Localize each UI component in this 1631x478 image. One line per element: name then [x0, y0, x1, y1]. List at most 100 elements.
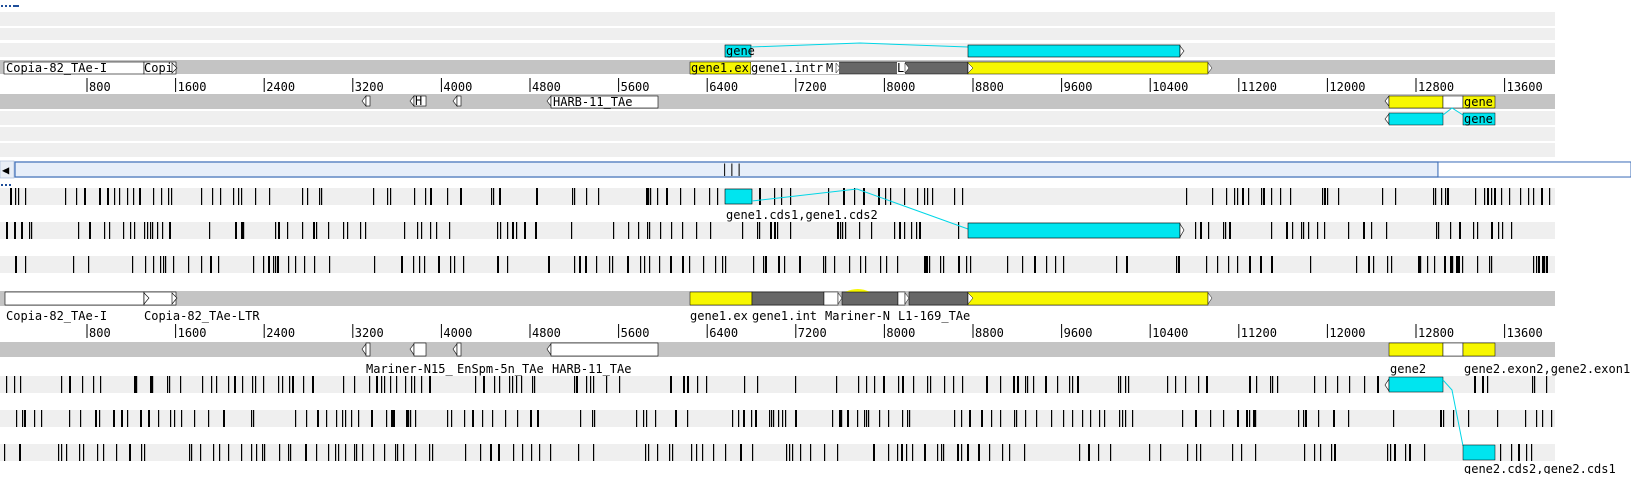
stop-codon-mark	[1386, 222, 1388, 239]
stop-codon-mark	[1497, 410, 1499, 427]
stop-codon-mark	[1206, 256, 1208, 273]
stop-codon-mark	[278, 376, 280, 393]
stop-codon-mark	[916, 222, 918, 239]
stop-codon-mark	[150, 222, 152, 239]
gene2-cds-label: gene2.cds2,gene2.cds1	[1464, 462, 1616, 474]
stop-codon-mark	[278, 222, 280, 239]
horizontal-scrollbar[interactable]: ◀ |||	[0, 160, 1631, 179]
stop-codon-mark	[342, 410, 344, 427]
stop-codon-mark	[20, 376, 22, 393]
detail-collapse-handle[interactable]	[1, 184, 11, 186]
stop-codon-mark	[909, 410, 911, 427]
stop-codon-mark	[209, 222, 211, 239]
stop-codon-mark	[202, 376, 204, 393]
stop-codon-mark	[627, 256, 629, 273]
stop-codon-mark	[1462, 256, 1464, 273]
gene1-exon2-block	[967, 291, 1209, 306]
stop-codon-mark	[795, 410, 797, 427]
stop-codon-mark	[1185, 376, 1187, 393]
l1-block	[908, 291, 969, 306]
stop-codon-mark	[924, 444, 926, 461]
stop-codon-mark	[657, 188, 659, 205]
stop-codon-mark	[76, 188, 78, 205]
stop-codon-mark	[643, 410, 645, 427]
stop-codon-mark	[1327, 188, 1329, 205]
stop-codon-mark	[304, 256, 306, 273]
detail-reverse-repeat-track[interactable]: Mariner-N15_ EnSpm-5n_TAe HARB-11_TAe ge…	[361, 342, 1630, 376]
stop-codon-mark	[1303, 410, 1305, 427]
stop-codon-mark	[18, 188, 20, 205]
stop-codon-mark	[483, 376, 485, 393]
stop-codon-mark	[1348, 222, 1350, 239]
stop-codon-mark	[1007, 256, 1009, 273]
gene2-exon1-block	[1462, 95, 1496, 109]
stop-codon-mark	[25, 256, 27, 273]
stop-codon-mark	[241, 222, 243, 239]
stop-codon-mark	[326, 410, 328, 427]
stop-codon-mark	[316, 444, 318, 461]
stop-codon-mark	[415, 410, 417, 427]
stop-codon-mark	[613, 222, 615, 239]
stop-codon-mark	[880, 256, 882, 273]
gene1-cds2-block	[967, 222, 1181, 239]
stop-codon-mark	[421, 376, 423, 393]
stop-codon-mark	[84, 188, 86, 205]
stop-codon-mark	[781, 188, 783, 205]
overview-repeat-track[interactable]: Copia-82_TAe-I Copi gene1.ex gene1.intr …	[3, 61, 1213, 75]
stop-codon-mark	[490, 444, 492, 461]
stop-codon-mark	[1186, 188, 1188, 205]
stop-codon-mark	[494, 376, 496, 393]
stop-codon-mark	[141, 444, 143, 461]
stop-codon-mark	[34, 410, 36, 427]
stop-codon-mark	[671, 222, 673, 239]
stop-codon-mark	[223, 410, 225, 427]
stop-codon-mark	[1286, 222, 1288, 239]
stop-codon-mark	[1104, 410, 1106, 427]
stop-codon-mark	[1271, 256, 1273, 273]
stop-codon-mark	[171, 188, 173, 205]
stop-codon-mark	[606, 376, 608, 393]
copia-ltr-label: Copia-82_TAe-LTR	[144, 309, 260, 323]
stop-codon-mark	[216, 376, 218, 393]
stop-codon-mark	[836, 376, 838, 393]
stop-codon-mark	[152, 222, 154, 239]
stop-codon-mark	[492, 410, 494, 427]
stop-codon-mark	[753, 256, 755, 273]
stop-codon-mark	[88, 256, 90, 273]
stop-codon-mark	[765, 256, 767, 273]
ruler-tick-label: 2400	[266, 326, 295, 340]
stop-codon-mark	[1027, 376, 1029, 393]
stop-codon-mark	[19, 444, 21, 461]
stop-codon-mark	[1000, 376, 1002, 393]
stop-codon-mark	[132, 256, 134, 273]
frame1-track-bg	[0, 188, 1555, 205]
stop-codon-mark	[401, 256, 403, 273]
overview-collapse-handle[interactable]	[0, 0, 20, 10]
stop-codon-mark	[596, 256, 598, 273]
stop-codon-mark	[958, 222, 960, 239]
stop-codon-mark	[465, 444, 467, 461]
stop-codon-mark	[321, 188, 323, 205]
overview-reverse-track[interactable]: H HARB-11_TAe gene gene	[361, 94, 1496, 126]
stop-codon-mark	[123, 222, 125, 239]
stop-codon-mark	[509, 376, 511, 393]
gene1-cds-connector	[751, 188, 969, 230]
stop-codon-mark	[1045, 376, 1047, 393]
overview-gene1-cds-track[interactable]: gene	[724, 42, 1185, 58]
stop-codon-mark	[666, 188, 668, 205]
stop-codon-mark	[1337, 376, 1339, 393]
stop-codon-mark	[645, 444, 647, 461]
mariner-n15-block	[365, 342, 371, 357]
detail-gene1-cds[interactable]: gene1.cds1,gene1.cds2	[724, 188, 1185, 239]
overview-track-bg	[0, 43, 1555, 57]
stop-codon-mark	[1000, 410, 1002, 427]
stop-codon-mark	[619, 376, 621, 393]
stop-codon-mark	[161, 188, 163, 205]
mariner-n-block	[841, 291, 899, 306]
harb-label: HARB-11_TAe	[552, 362, 631, 376]
stop-codon-mark	[1546, 376, 1548, 393]
stop-codon-mark	[354, 444, 356, 461]
detail-gene2-cds[interactable]: gene2.cds2,gene2.cds1	[1384, 376, 1616, 476]
ruler-tick-label: 10400	[1152, 80, 1188, 94]
detail-repeat-track[interactable]: Copia-82_TAe-I Copia-82_TAe-LTR gene1.ex…	[4, 289, 1213, 323]
